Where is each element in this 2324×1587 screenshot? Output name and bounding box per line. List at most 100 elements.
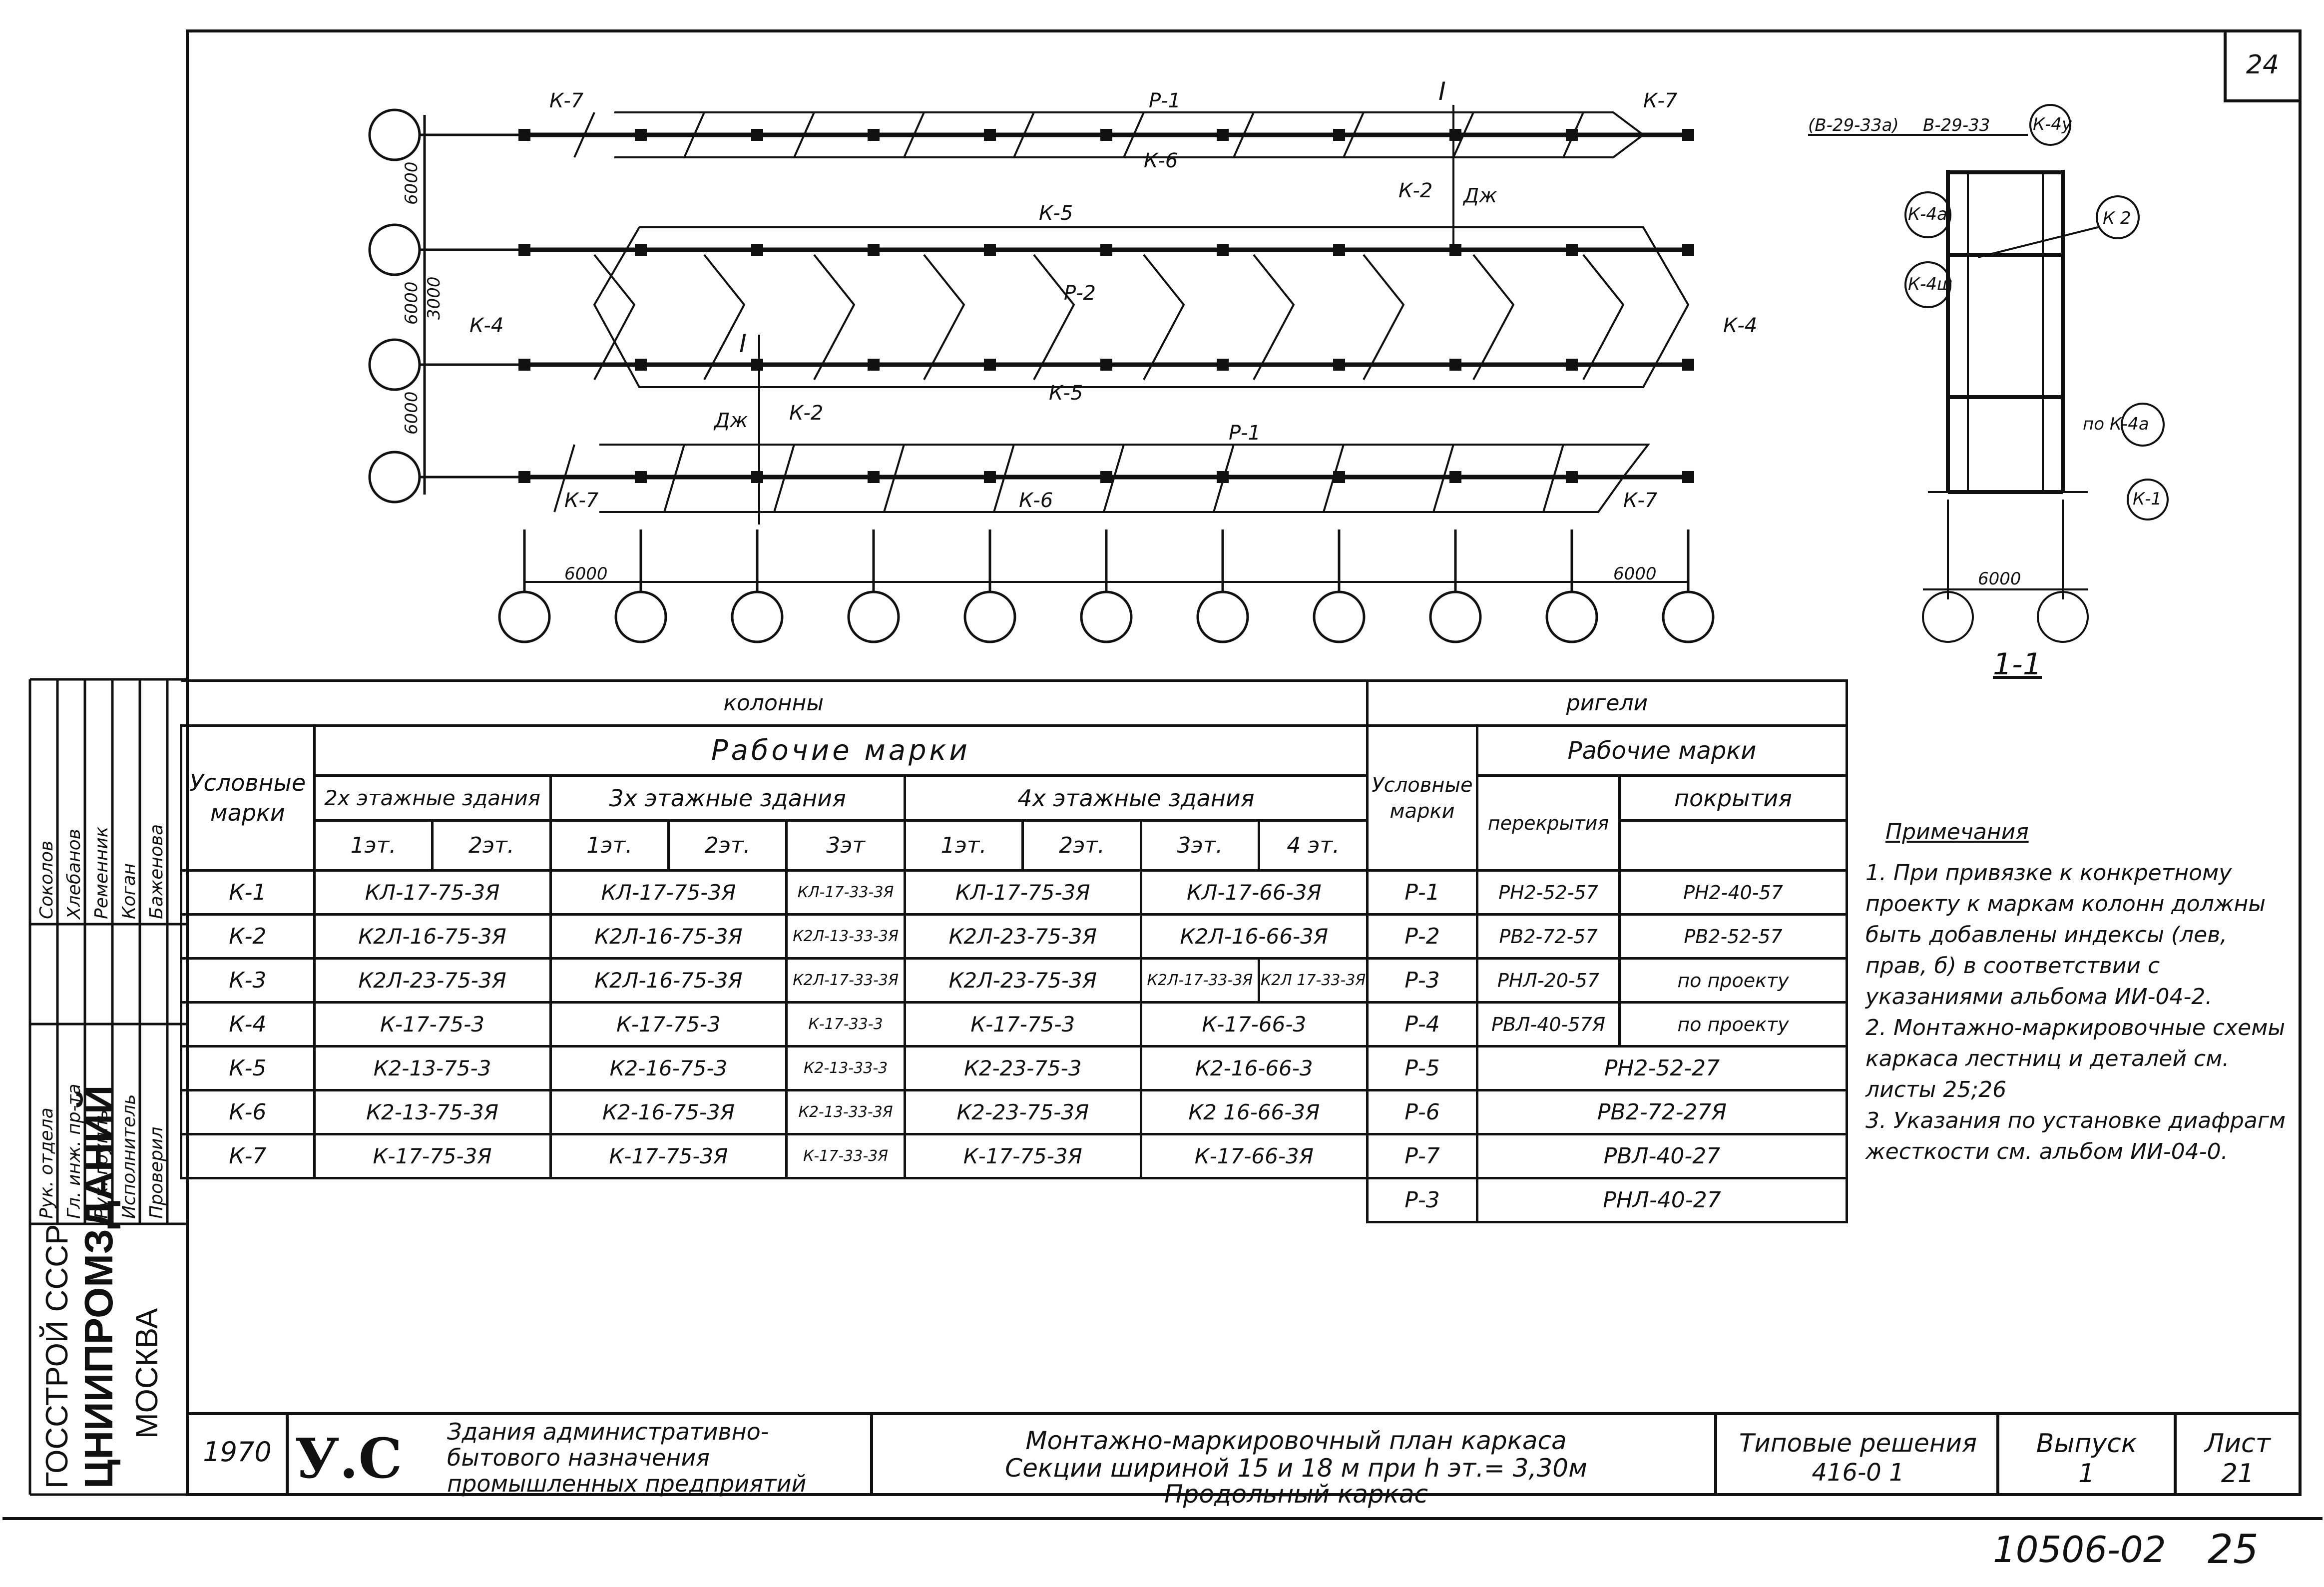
issue-number: 1 <box>2078 1459 2095 1489</box>
column-marker <box>518 359 530 371</box>
beam-working-mark-floor: РН2-52-57 <box>1476 869 1621 916</box>
hatch-bottom <box>1542 444 1564 513</box>
beam-cond-mark: Р-1 <box>1366 869 1478 916</box>
column-marker <box>1217 244 1229 256</box>
beam-working-mark-roof: по проекту <box>1618 957 1848 1004</box>
dim-left-3: 3000 <box>424 276 444 320</box>
column-marker <box>1449 244 1461 256</box>
column-marker <box>1217 359 1229 371</box>
column-cond-mark: К-1 <box>180 869 316 916</box>
hatch-bottom <box>773 444 795 513</box>
chevron-middle <box>1143 254 1185 380</box>
page-number: 25 <box>2208 1526 2259 1573</box>
axis-circle <box>1080 590 1133 643</box>
column-marker <box>868 129 880 141</box>
beams-table: ригели Условные марки Рабочие марки пере… <box>1366 679 1848 1223</box>
beam-working-mark-roof: по проекту <box>1618 1001 1848 1048</box>
axis-circle <box>1429 590 1482 643</box>
column-working-mark: К2-13-33-3Я <box>785 1089 906 1135</box>
sign-name-5: Баженова <box>146 824 167 919</box>
section-b29-33a: (В-29-33а) <box>1808 115 1899 135</box>
column-marker <box>751 471 763 483</box>
section-drawing <box>1808 104 2169 643</box>
column-marker <box>751 244 763 256</box>
column-marker <box>635 359 647 371</box>
column-marker <box>635 471 647 483</box>
column-subheader: 1эт. <box>903 819 1024 872</box>
column-marker <box>1100 359 1112 371</box>
label-k2-bot: К-2 <box>789 402 823 425</box>
column-working-mark: К-17-75-3 <box>549 1001 788 1048</box>
column-marker <box>751 359 763 371</box>
column-working-mark: К2Л-17-33-3Я <box>1139 957 1261 1004</box>
title-building: Здания административно-бытового назначен… <box>447 1418 807 1497</box>
column-working-mark: К-17-66-3 <box>1139 1001 1369 1048</box>
dim-bottom-left: 6000 <box>564 564 608 584</box>
section-mark-mid: I <box>739 329 747 358</box>
column-working-mark: К2-13-33-3 <box>785 1045 906 1091</box>
hatch-bottom <box>1432 444 1454 513</box>
columns-cond-marks-header: Условные марки <box>180 724 316 872</box>
section-k4u: К-4у <box>2033 114 2072 134</box>
beams-working-marks-header: Рабочие марки <box>1476 724 1848 777</box>
sign-role-3: Рук. группы <box>91 1106 112 1219</box>
sign-name-3: Ременник <box>91 826 112 919</box>
column-marker <box>518 471 530 483</box>
axis-circle <box>1545 590 1598 643</box>
column-working-mark: К2-23-75-3Я <box>903 1089 1142 1135</box>
column-subheader: 2эт. <box>667 819 788 872</box>
column-marker <box>984 359 996 371</box>
sheet-corner-number: 24 <box>2246 50 2280 80</box>
label-k4-right: К-4 <box>1723 314 1757 337</box>
column-working-mark: КЛ-17-66-3Я <box>1139 869 1369 916</box>
org-line1: ГОССТРОЙ СССР <box>39 1224 74 1489</box>
column-marker <box>518 244 530 256</box>
column-working-mark: К2Л 17-33-3Я <box>1258 957 1369 1004</box>
column-working-mark: КЛ-17-33-3Я <box>785 869 906 916</box>
column-working-mark: К2Л-13-33-3Я <box>785 913 906 960</box>
label-k5-mid: К-5 <box>1049 382 1083 405</box>
title-sheet-1: Монтажно-маркировочный план каркаса <box>1025 1426 1567 1455</box>
column-marker <box>868 471 880 483</box>
corner-number-box <box>2224 29 2302 102</box>
column-marker <box>868 244 880 256</box>
dim-left-2: 6000 <box>402 281 422 325</box>
dim-bottom-right: 6000 <box>1613 564 1657 584</box>
column-working-mark: К-17-33-3 <box>785 1001 906 1048</box>
section-dim: 6000 <box>1978 569 2021 589</box>
section-po-k4a: по К-4а <box>2083 414 2149 434</box>
notes-title: Примечания <box>1885 819 2029 845</box>
label-k7-right: К-7 <box>1643 89 1678 112</box>
sign-role-5: Проверил <box>146 1126 167 1219</box>
beam-working-mark: РВ2-72-27Я <box>1476 1089 1848 1135</box>
chevron-middle <box>593 254 636 380</box>
header-2-floors: 2х этажные здания <box>313 774 552 822</box>
column-marker <box>1333 471 1345 483</box>
sign-name-4: Коган <box>119 863 139 919</box>
columns-working-marks-header: Рабочие марки <box>313 724 1369 777</box>
column-working-mark: К2Л-23-75-3Я <box>903 913 1142 960</box>
header-3-floors: 3х этажные здания <box>549 774 906 822</box>
section-mark-top: I <box>1438 77 1446 106</box>
column-cond-mark: К-7 <box>180 1133 316 1179</box>
beams-roof-empty <box>1618 819 1848 872</box>
section-k4sh: К-4ш <box>1908 274 1952 294</box>
column-marker <box>1449 471 1461 483</box>
beam-cond-mark: Р-7 <box>1366 1133 1478 1179</box>
column-subheader: 4 эт. <box>1258 819 1369 872</box>
column-subheader: 2эт. <box>1021 819 1142 872</box>
column-marker <box>984 244 996 256</box>
beam-working-mark-floor: РВ2-72-57 <box>1476 913 1621 960</box>
axis-circle <box>731 590 784 643</box>
column-working-mark: К2Л-16-75-3Я <box>313 913 552 960</box>
column-marker <box>1100 129 1112 141</box>
column-working-mark: К2-16-66-3 <box>1139 1045 1369 1091</box>
chevron-middle <box>813 254 856 380</box>
label-k2-top: К-2 <box>1398 179 1432 202</box>
